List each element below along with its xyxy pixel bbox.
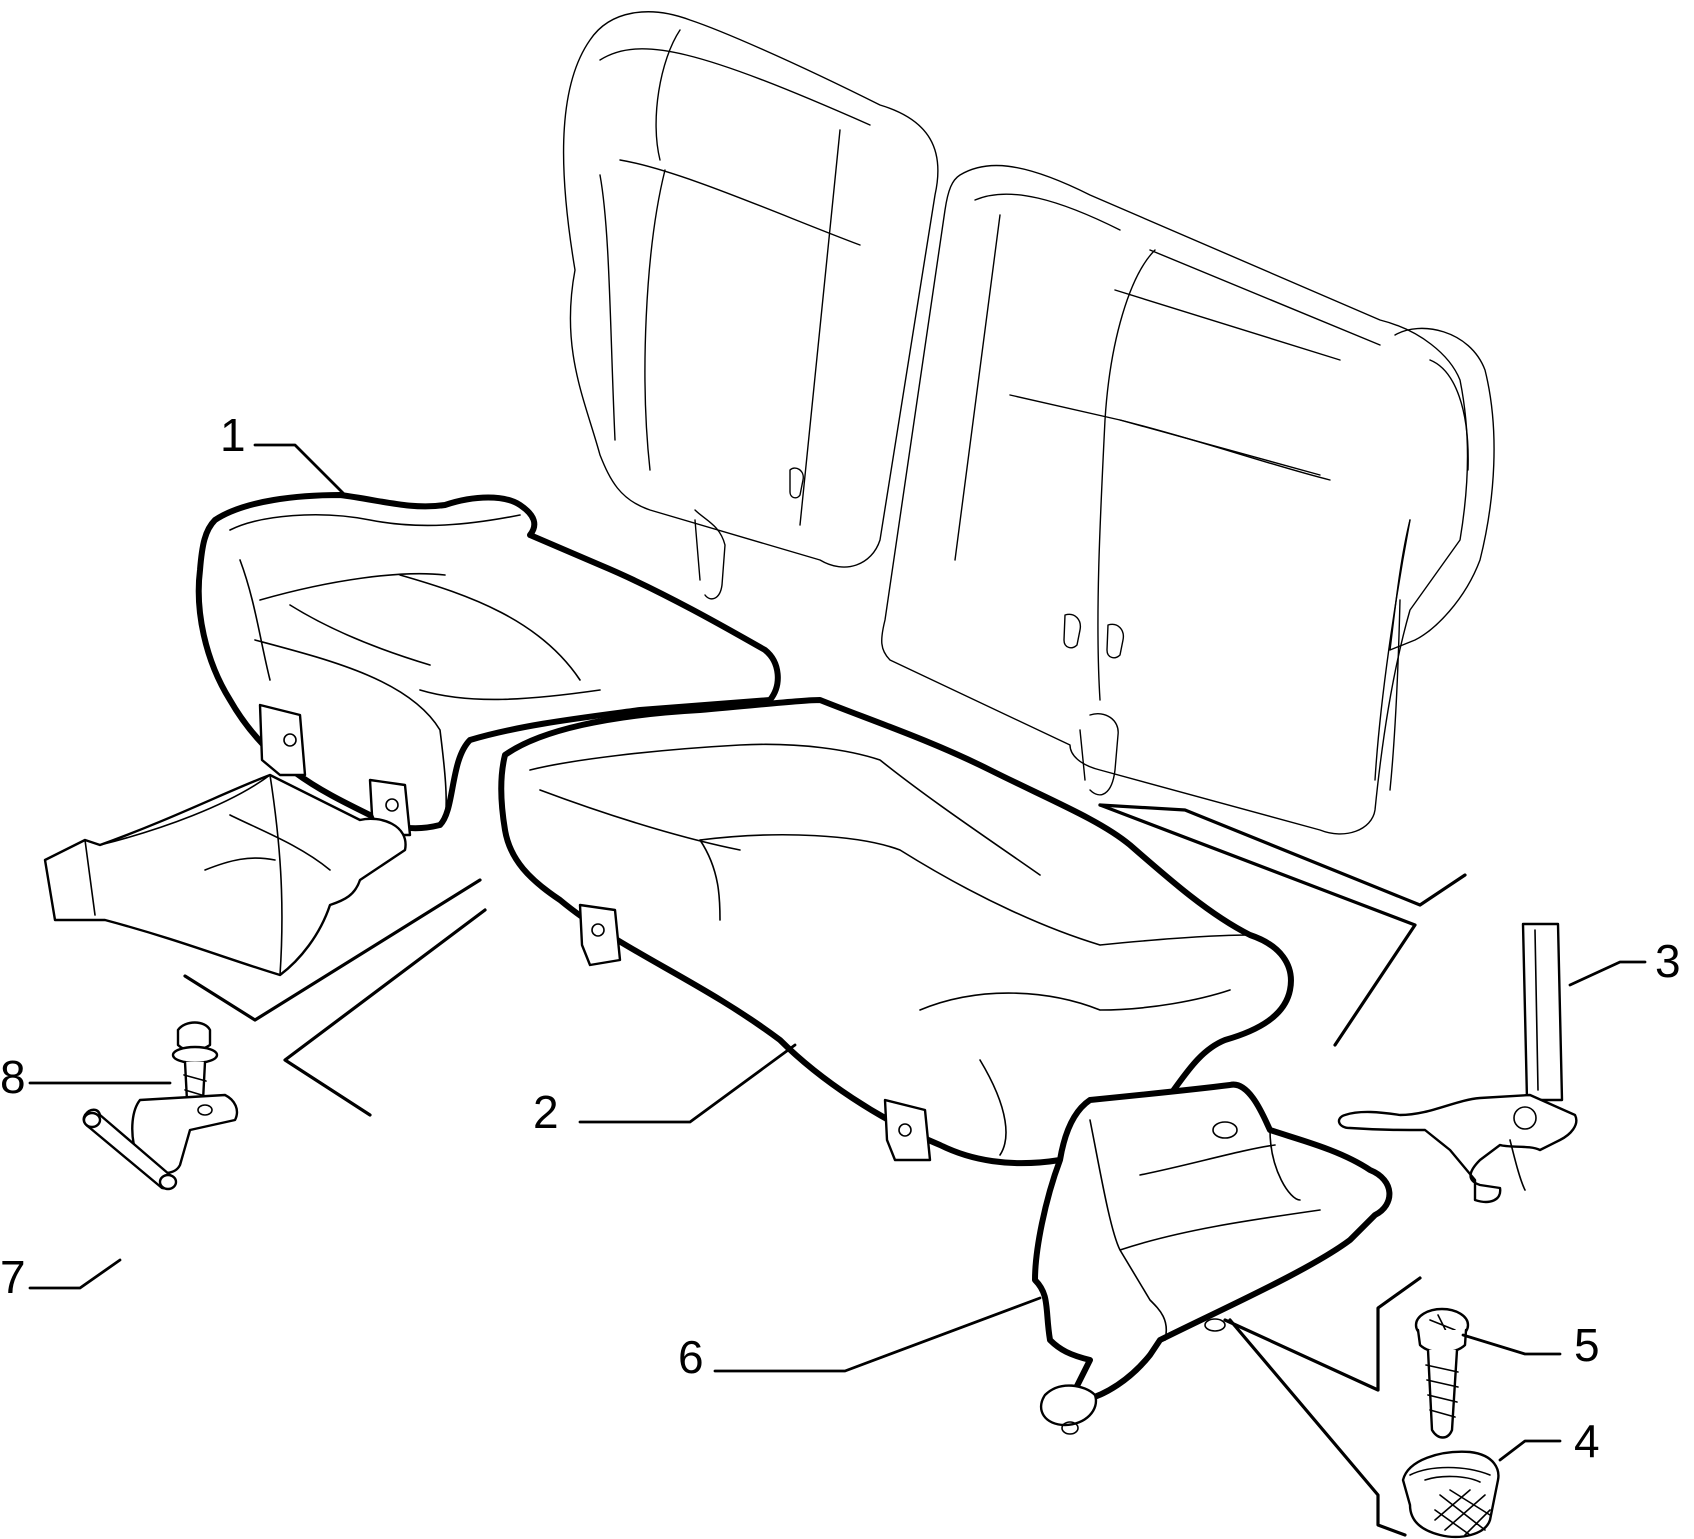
- bracket-left-b: [283, 908, 487, 1117]
- floor-trim-left: [43, 773, 407, 977]
- leader-2: [578, 1043, 797, 1124]
- callout-2: 2: [533, 1086, 559, 1138]
- callout-7: 7: [0, 1251, 26, 1303]
- leader-5: [1461, 1333, 1562, 1356]
- self-tapping-screw-drawing: [1414, 1307, 1470, 1439]
- side-trim-cover-drawing: [1032, 1081, 1393, 1435]
- seat-cushion-right-drawing: [498, 697, 1294, 1167]
- bracket-left-a: [183, 878, 482, 1022]
- callout-1: 1: [220, 409, 246, 461]
- bracket-screw: [1228, 1318, 1407, 1537]
- callout-4: 4: [1574, 1415, 1600, 1467]
- bracket-right-b: [1098, 803, 1417, 1047]
- leader-4: [1498, 1439, 1562, 1462]
- seat-hinge-bracket-drawing: [1337, 922, 1578, 1204]
- bracket-clip: [1223, 1276, 1422, 1392]
- leader-lines: [28, 443, 1647, 1462]
- leader-6: [713, 1296, 1042, 1373]
- callout-6: 6: [678, 1331, 704, 1383]
- leader-3: [1568, 960, 1647, 987]
- leader-7: [28, 1258, 122, 1290]
- hinge-pin-bracket-drawing: [82, 1093, 239, 1191]
- callout-3: 3: [1655, 935, 1681, 987]
- callout-8: 8: [0, 1051, 26, 1103]
- callout-5: 5: [1574, 1319, 1600, 1371]
- assembly-brackets: [183, 803, 1467, 1537]
- push-clip-drawing: [1401, 1450, 1500, 1539]
- leader-1: [253, 443, 347, 497]
- bracket-right-a: [1098, 803, 1467, 907]
- rear-backrest-outline: [562, 11, 1495, 835]
